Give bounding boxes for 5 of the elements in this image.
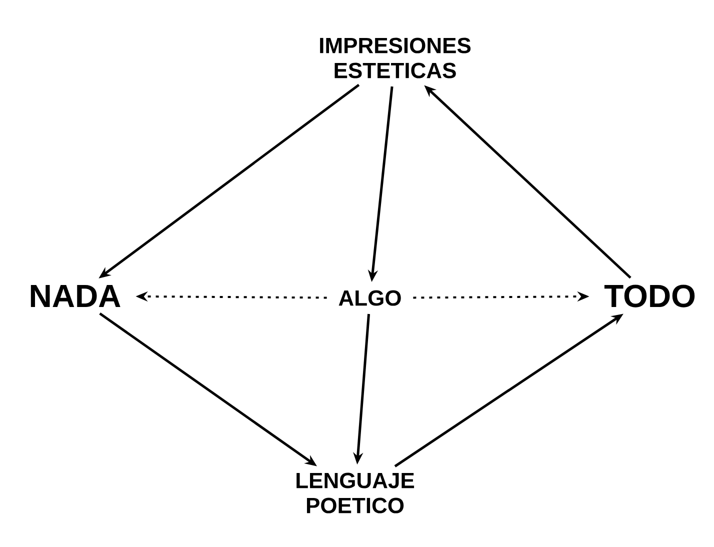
node-label: TODO xyxy=(604,284,695,308)
node-label: NADA xyxy=(30,285,120,308)
node-label: ALGO xyxy=(338,290,401,306)
node-label: LENGUAJE POETICO xyxy=(296,472,414,514)
node-label: IMPRESIONES ESTETICAS xyxy=(320,38,471,78)
